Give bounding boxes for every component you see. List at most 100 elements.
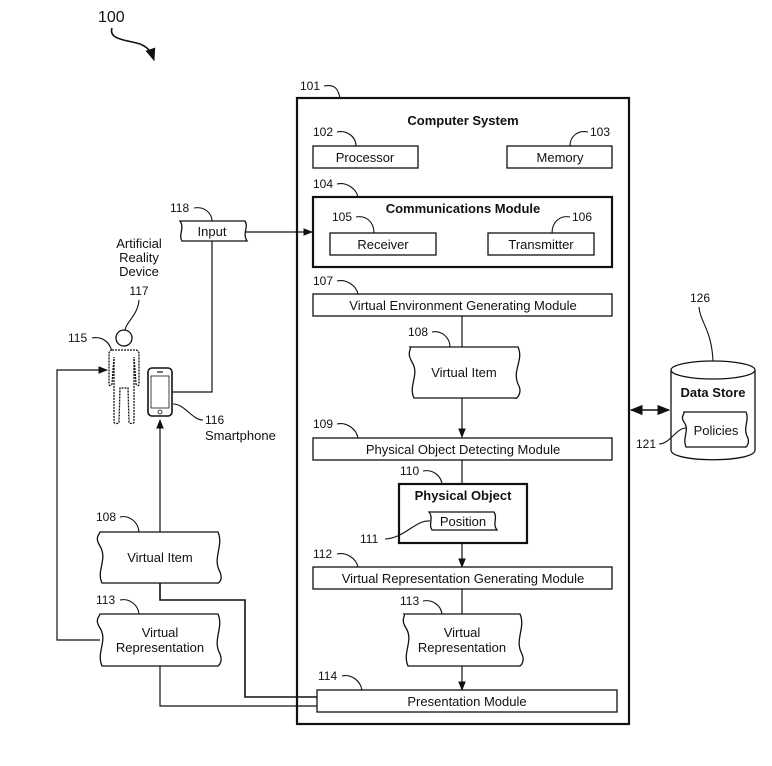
leader-103	[569, 131, 589, 147]
transmitter-ref: 106	[572, 210, 592, 224]
memory-label: Memory	[537, 150, 584, 165]
leader-116	[172, 403, 204, 421]
person-body-icon	[108, 349, 140, 425]
user-ref: 115	[68, 331, 87, 345]
presentation-to-virtual-item-line	[159, 583, 317, 698]
memory-ref: 103	[590, 125, 610, 139]
data-store-title: Data Store	[680, 385, 745, 400]
physical-object-detecting-module: 109 Physical Object Detecting Module	[312, 417, 613, 461]
processor-label: Processor	[336, 150, 395, 165]
physical-object-detecting-module-label: Physical Object Detecting Module	[366, 442, 560, 457]
memory: 103 Memory	[506, 125, 613, 169]
smartphone-screen	[150, 375, 170, 409]
communications-module-title: Communications Module	[386, 201, 541, 216]
virtual-environment-module: 107 Virtual Environment Generating Modul…	[312, 274, 613, 317]
virtual-environment-module-ref: 107	[313, 274, 333, 288]
smartphone-home-button	[157, 409, 163, 415]
person-head-icon	[115, 329, 133, 347]
virtual-representation-module-ref: 112	[313, 547, 332, 561]
leader-106	[551, 216, 571, 234]
physical-object-ref: 110	[400, 464, 419, 478]
virtual-representation-internal-line1: Virtual	[444, 625, 481, 640]
position-ref: 111	[360, 532, 379, 546]
input-label: Input	[198, 224, 227, 239]
smartphone-label: Smartphone	[205, 428, 276, 443]
ar-device-line3: Device	[119, 264, 159, 279]
leader-101	[323, 84, 341, 99]
processor-box	[312, 145, 419, 169]
leader-102	[336, 131, 357, 147]
computer-system-title: Computer System	[407, 113, 518, 128]
presentation-module-box	[316, 689, 618, 713]
figure-arrow	[110, 27, 156, 62]
transmitter-box	[487, 232, 595, 256]
presentation-module-ref: 114	[318, 669, 337, 683]
leader-126	[698, 306, 714, 363]
policies-shape	[681, 411, 750, 448]
virtual-item-internal-shape	[408, 346, 521, 400]
leader-118	[193, 207, 213, 222]
smartphone-to-input-line	[172, 241, 213, 393]
virtual-representation-internal-line2: Representation	[418, 640, 506, 655]
virtual-representation-external-line2: Representation	[116, 640, 204, 655]
virtual-representation-to-user-arrow	[56, 366, 108, 641]
leader-105	[355, 216, 375, 234]
receiver-box	[329, 232, 437, 256]
communications-module: 104 Communications Module 105 Receiver 1…	[311, 177, 614, 269]
smartphone: 116 Smartphone	[147, 367, 276, 443]
data-store: 126 Data Store Policies 121	[636, 291, 756, 461]
virtual-item-internal: 108 Virtual Item	[408, 325, 521, 400]
virtual-item-external: 108 Virtual Item	[96, 510, 222, 584]
leader-109	[336, 423, 359, 439]
physical-object: 110 Physical Object Position 111	[360, 464, 529, 546]
virtual-item-external-shape	[96, 531, 222, 584]
leader-114	[341, 675, 363, 691]
communications-module-ref: 104	[313, 177, 333, 191]
virtual-representation-external-ref: 113	[96, 593, 115, 607]
virtual-item-internal-label: Virtual Item	[431, 365, 497, 380]
leader-121	[658, 427, 687, 445]
transmitter-label: Transmitter	[508, 237, 574, 252]
virtual-representation-internal-shape	[402, 613, 524, 667]
leader-117	[124, 299, 140, 331]
virtual-item-external-label: Virtual Item	[127, 550, 193, 565]
virtual-representation-module-label: Virtual Representation Generating Module	[342, 571, 585, 586]
virtual-item-external-ref: 108	[96, 510, 116, 524]
virtual-representation-internal: 113 Virtual Representation	[400, 594, 524, 667]
virtual-representation-external-line1: Virtual	[142, 625, 179, 640]
physical-object-title: Physical Object	[415, 488, 512, 503]
ar-device: Artificial Reality Device 117	[116, 236, 162, 331]
leader-111	[384, 520, 431, 540]
computer-system-ref: 101	[300, 79, 320, 93]
virtual-representation-external-shape	[96, 613, 222, 667]
processor-ref: 102	[313, 125, 333, 139]
data-store-cylinder-top	[670, 360, 756, 380]
leader-104	[336, 183, 359, 198]
presentation-module: 114 Presentation Module	[316, 669, 618, 713]
leader-108-external	[119, 516, 140, 533]
ar-device-line2: Reality	[119, 250, 159, 265]
leader-115	[91, 337, 113, 353]
virtual-item-internal-ref: 108	[408, 325, 428, 339]
receiver-ref: 105	[332, 210, 352, 224]
figure-ref: 100	[98, 9, 125, 26]
input-ref: 118	[170, 201, 189, 215]
virtual-representation-internal-ref: 113	[400, 594, 419, 608]
position-label: Position	[440, 514, 486, 529]
position-shape	[427, 511, 499, 531]
policies-label: Policies	[694, 423, 739, 438]
user-figure: 115	[68, 329, 140, 425]
data-store-ref: 126	[690, 291, 710, 305]
leader-110	[422, 470, 443, 485]
input-shape	[178, 220, 249, 242]
leader-107	[336, 280, 359, 295]
processor: 102 Processor	[312, 125, 419, 169]
memory-box	[506, 145, 613, 169]
presentation-module-label: Presentation Module	[407, 694, 526, 709]
leader-113-external	[119, 599, 140, 615]
policies-ref: 121	[636, 437, 656, 451]
receiver-label: Receiver	[357, 237, 409, 252]
ar-device-ref: 117	[129, 284, 148, 298]
physical-object-detecting-module-ref: 109	[313, 417, 333, 431]
